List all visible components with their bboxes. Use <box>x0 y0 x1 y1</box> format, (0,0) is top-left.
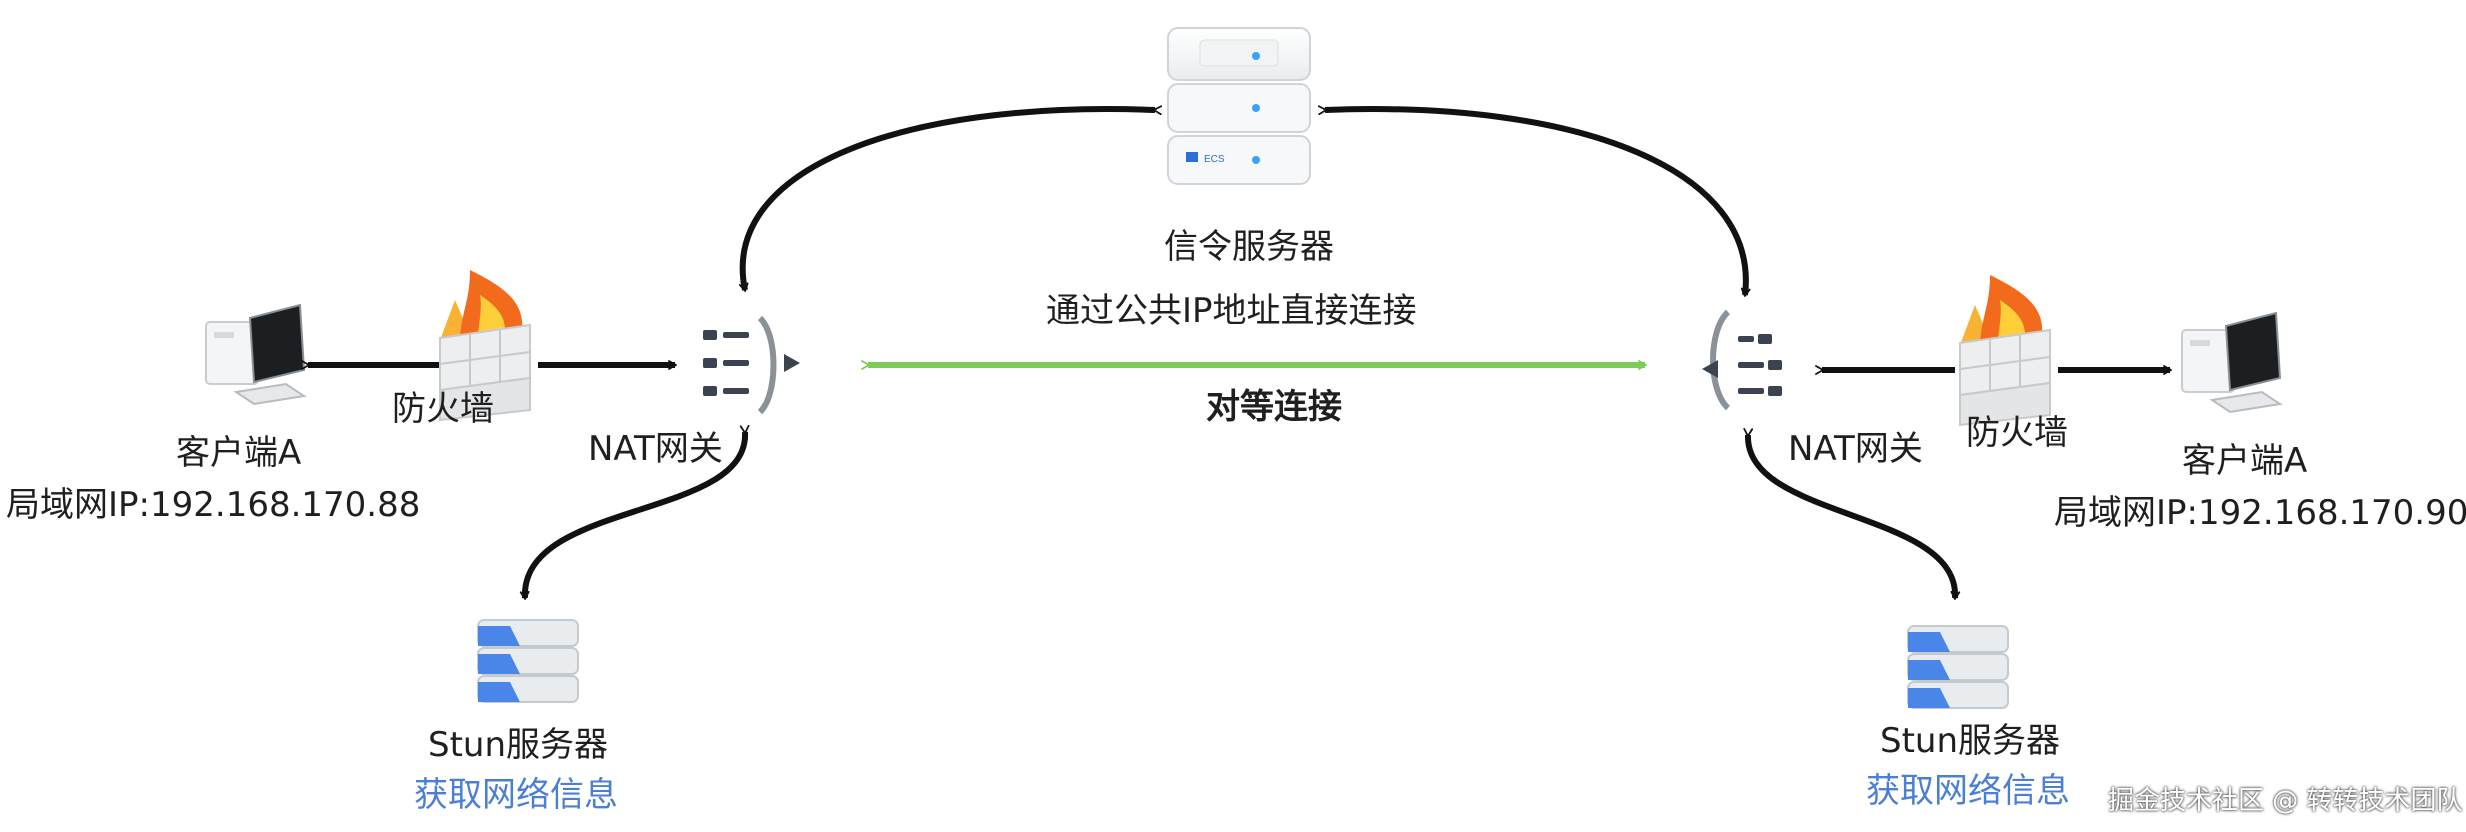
right-nat-label: NAT网关 <box>1788 429 1923 469</box>
right-stun-server-icon <box>1907 625 2009 709</box>
arrow-server-right-nat <box>1317 105 1751 297</box>
signaling-server-label: 信令服务器 <box>1164 227 1334 267</box>
signaling-server-icon <box>1167 27 1311 185</box>
left-client-ip: 局域网IP:192.168.170.88 <box>6 485 421 525</box>
right-stun-label: Stun服务器 <box>1880 721 2061 761</box>
left-client-label: 客户端A <box>176 433 302 473</box>
right-stun-sub: 获取网络信息 <box>1866 771 2070 811</box>
ecs-badge: ECS <box>1204 154 1225 165</box>
arrow-server-left-nat <box>738 105 1163 292</box>
left-stun-server-icon <box>477 619 579 703</box>
left-nat-label: NAT网关 <box>588 429 723 469</box>
left-firewall-icon <box>439 270 531 422</box>
arrow-right-nat-stun <box>1743 427 1961 600</box>
right-nat-gateway-icon <box>1702 309 1782 411</box>
watermark: 掘金技术社区 @ 转转技术团队 <box>2108 786 2463 816</box>
right-client-label: 客户端A <box>2182 441 2308 481</box>
left-client-computer-icon <box>205 303 307 406</box>
left-stun-label: Stun服务器 <box>428 725 609 765</box>
left-stun-sub: 获取网络信息 <box>414 775 618 815</box>
right-firewall-icon <box>1959 275 2051 427</box>
left-firewall-label: 防火墙 <box>392 389 494 429</box>
right-client-ip: 局域网IP:192.168.170.90 <box>2054 493 2466 533</box>
left-nat-gateway-icon <box>703 315 800 415</box>
arrow-left-nat-stun <box>519 424 750 600</box>
direct-connect-label: 通过公共IP地址直接连接 <box>1046 291 1417 331</box>
right-client-computer-icon <box>2181 311 2283 414</box>
p2p-label: 对等连接 <box>1206 387 1342 427</box>
right-firewall-label: 防火墙 <box>1966 413 2068 453</box>
